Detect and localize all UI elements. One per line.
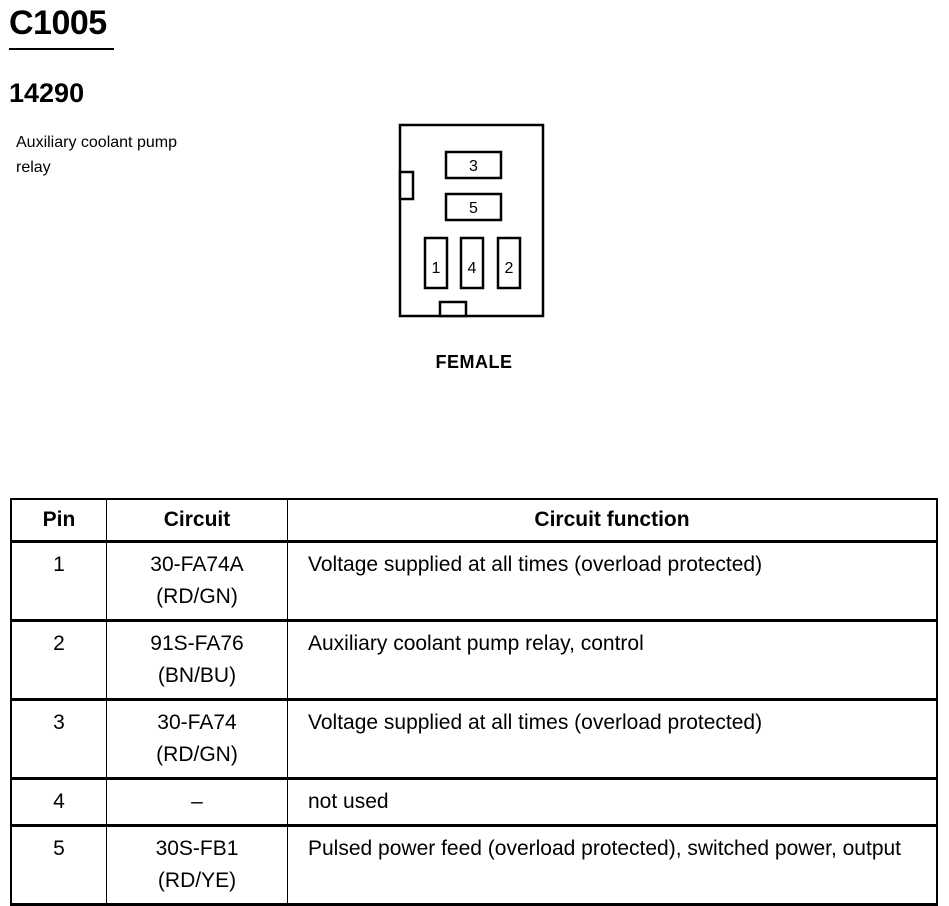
connector-title: C1005: [9, 4, 107, 42]
pin-label-5: 5: [469, 200, 478, 217]
circuit-code: –: [191, 790, 203, 813]
circuit-cell: –: [106, 778, 288, 827]
pin-cavity-2: 2: [496, 236, 522, 290]
pin-cavity-5: 5: [444, 192, 503, 222]
circuit-cell: 30-FA74A (RD/GN): [106, 541, 288, 622]
pin-cell: 4: [10, 778, 107, 827]
table-header-row: Pin Circuit Circuit function: [10, 498, 938, 543]
table-row: 1 30-FA74A (RD/GN) Voltage supplied at a…: [10, 541, 938, 622]
pin-cell: 5: [10, 825, 107, 906]
circuit-code: 30S-FB1: [155, 837, 239, 860]
pin-cell: 2: [10, 620, 107, 701]
circuit-code: 30-FA74: [157, 711, 237, 734]
pin-cavity-1: 1: [423, 236, 449, 290]
pin-cavity-4: 4: [459, 236, 485, 290]
table-row: 2 91S-FA76 (BN/BU) Auxiliary coolant pum…: [10, 620, 938, 701]
table-row: 3 30-FA74 (RD/GN) Voltage supplied at al…: [10, 699, 938, 780]
pin-label-1: 1: [432, 260, 441, 277]
connector-face-diagram: 3 5 1 4 2: [398, 123, 545, 318]
table-row: 5 30S-FB1 (RD/YE) Pulsed power feed (ove…: [10, 825, 938, 906]
wire-color: (RD/YE): [157, 869, 237, 892]
pin-label-4: 4: [468, 260, 477, 277]
pin-label-2: 2: [505, 260, 514, 277]
connector-housing: [398, 123, 545, 318]
side-latch: [398, 170, 415, 201]
pinout-table: Pin Circuit Circuit function 1 30-FA74A …: [10, 498, 938, 906]
pin-cavity-3: 3: [444, 150, 503, 180]
bottom-key: [438, 300, 468, 318]
function-cell: not used: [287, 778, 938, 827]
pin-label-3: 3: [469, 158, 478, 175]
pin-cell: 1: [10, 541, 107, 622]
function-cell: Pulsed power feed (overload protected), …: [287, 825, 938, 906]
table-row: 4 – not used: [10, 778, 938, 827]
title-underline: [9, 48, 114, 50]
function-cell: Voltage supplied at all times (overload …: [287, 541, 938, 622]
connector-description: Auxiliary coolant pump relay: [16, 134, 177, 176]
circuit-cell: 30-FA74 (RD/GN): [106, 699, 288, 780]
wire-color: (RD/GN): [156, 743, 238, 766]
wire-color: (RD/GN): [156, 585, 238, 608]
header-pin: Pin: [10, 498, 107, 543]
circuit-cell: 91S-FA76 (BN/BU): [106, 620, 288, 701]
circuit-code: 91S-FA76: [150, 632, 244, 655]
circuit-cell: 30S-FB1 (RD/YE): [106, 825, 288, 906]
header-circuit: Circuit: [106, 498, 288, 543]
pin-cell: 3: [10, 699, 107, 780]
header-circuit-function: Circuit function: [287, 498, 938, 543]
function-cell: Auxiliary coolant pump relay, control: [287, 620, 938, 701]
circuit-code: 30-FA74A: [150, 553, 244, 576]
part-number: 14290: [9, 78, 85, 108]
wire-color: (BN/BU): [157, 664, 237, 687]
function-cell: Voltage supplied at all times (overload …: [287, 699, 938, 780]
connector-gender-label: FEMALE: [435, 352, 513, 372]
